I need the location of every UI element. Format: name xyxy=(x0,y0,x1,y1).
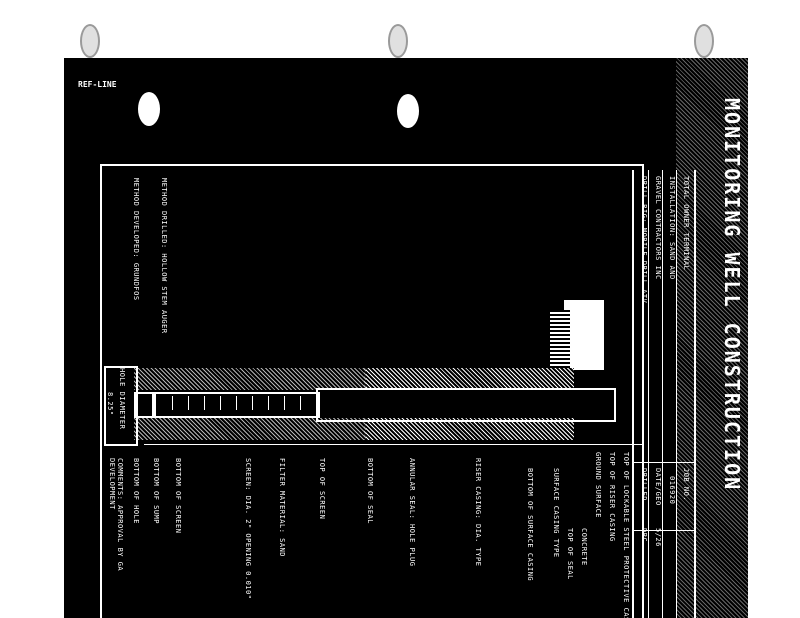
concrete-pad xyxy=(550,310,570,370)
screen-slot xyxy=(300,396,301,410)
callout-top-1: TOP OF RISER CASING xyxy=(608,452,616,542)
hole-diameter-box xyxy=(104,366,138,446)
callout-bottom-0: RISER CASING: DIA. TYPE xyxy=(474,458,482,567)
screen-slot xyxy=(172,396,173,410)
riser-casing xyxy=(316,388,616,422)
date-value: 5/26 xyxy=(654,528,662,547)
callout-bottom-7: BOTTOM OF SUMP xyxy=(152,458,160,525)
drawing-title: MONITORING WELL CONSTRUCTION xyxy=(720,98,744,492)
drilled-label: DRILLED xyxy=(640,468,648,502)
job-no-label: JOB NO. xyxy=(682,468,690,502)
title-line-3: GRAVEL CONTRACTORS INC xyxy=(654,176,662,280)
protective-casing xyxy=(564,300,604,370)
binder-hole-left xyxy=(80,24,100,58)
job-no-value: 016920 xyxy=(668,476,676,505)
filter-pack-lower xyxy=(134,418,366,440)
screen-slot xyxy=(204,396,205,410)
title-line-2: INSTALLATION: SAND AND xyxy=(668,176,676,280)
callout-bottom-4: FILTER MATERIAL: SAND xyxy=(278,458,286,558)
callout-bottom-1: ANNULAR SEAL: HOLE PLUG xyxy=(408,458,416,567)
scan-noise-band xyxy=(676,58,748,618)
screen-slot xyxy=(252,396,253,410)
sheet-punch-hole-left xyxy=(138,92,160,126)
callout-bottom-2: BOTTOM OF SEAL xyxy=(366,458,374,525)
annular-seal-upper xyxy=(364,368,574,390)
callout-bottom-5: SCREEN: DIA. 2" OPENING 0.010" xyxy=(244,458,252,600)
title-line-4: DRILL RIG: MOBILE DRILL ATV xyxy=(640,176,648,304)
binder-hole-right xyxy=(694,24,714,58)
callout-bottom-9: COMMENTS: APPROVAL BY GA DEVELOPMENT xyxy=(108,458,124,572)
screen-slot xyxy=(220,396,221,410)
screen-slot xyxy=(268,396,269,410)
screen-slot xyxy=(188,396,189,410)
callout-top-4: TOP OF SEAL xyxy=(566,528,574,580)
sheet-punch-hole-right xyxy=(397,94,419,128)
callout-top-0: TOP OF LOCKABLE STEEL PROTECTIVE CASING xyxy=(622,452,630,618)
drawing-frame xyxy=(100,164,644,618)
callout-top-5: SURFACE CASING TYPE xyxy=(552,468,560,558)
callout-bottom-3: TOP OF SCREEN xyxy=(318,458,326,520)
sheet-stamp: REF-LINE xyxy=(78,80,117,89)
filter-pack-upper xyxy=(134,368,366,390)
binder-hole-center xyxy=(388,24,408,58)
scanned-drawing-sheet: REF-LINE MONITORING WELL CONSTRUCTION TO… xyxy=(64,58,748,618)
date-label: DATE/GEO xyxy=(654,468,662,506)
callout-top-3: CONCRETE xyxy=(580,528,588,566)
callout-top-2: GROUND SURFACE xyxy=(594,452,602,519)
sump xyxy=(134,392,156,418)
title-line-1: TOTAL OWNER TERMINAL xyxy=(682,176,690,271)
callout-bottom-8: BOTTOM OF HOLE xyxy=(132,458,140,525)
callout-bottom-6: BOTTOM OF SCREEN xyxy=(174,458,182,534)
method-developed: METHOD DEVELOPED: GRUNDFOS xyxy=(132,178,140,301)
hole-diameter-value: 8.25" xyxy=(106,392,114,416)
callout-top-6: BOTTOM OF SURFACE CASING xyxy=(526,468,534,582)
well-screen xyxy=(152,392,320,418)
screen-slot xyxy=(236,396,237,410)
screen-slot xyxy=(284,396,285,410)
annular-seal-lower xyxy=(364,418,574,440)
hole-diameter-label: HOLE DIAMETER xyxy=(118,368,126,430)
callout-leader-lines xyxy=(144,444,644,451)
title-block xyxy=(632,170,696,618)
drilled-value: DRC xyxy=(640,528,648,543)
